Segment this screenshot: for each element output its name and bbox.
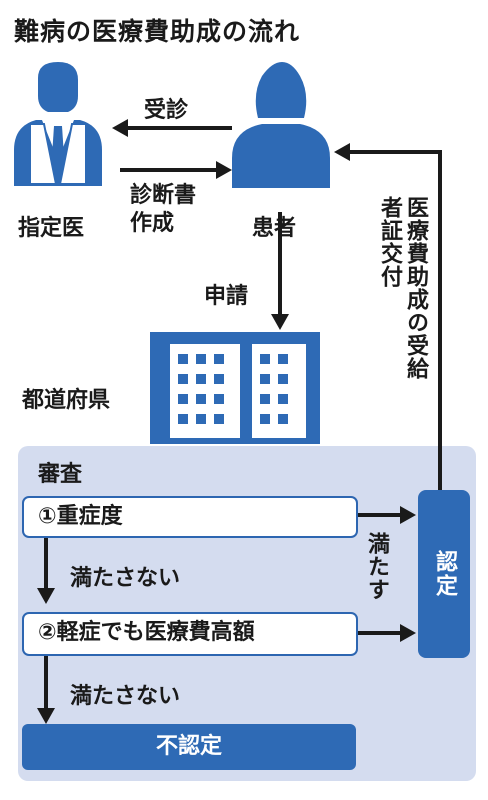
not-met-label-1: 満たさない — [70, 566, 181, 591]
severity-criterion-box: ①重症度 — [22, 496, 358, 538]
rejected-box: 不認定 — [22, 724, 356, 770]
apply-label: 申請 — [204, 284, 249, 309]
prefecture-label: 都道府県 — [22, 388, 111, 413]
doctor-label: 指定医 — [18, 216, 85, 241]
patient-label: 患者 — [252, 216, 297, 241]
certificate-label: 医療費助成の受給者証交付 — [377, 196, 428, 380]
review-heading: 審査 — [38, 462, 83, 487]
diagnosis-label: 診断書作成 — [130, 183, 197, 236]
patient-icon — [232, 62, 330, 188]
high-cost-criterion-box: ②軽症でも医療費高額 — [22, 612, 358, 656]
not-met-label-2: 満たさない — [70, 684, 181, 709]
consult-label: 受診 — [144, 98, 189, 123]
met-label: 満たす — [364, 532, 389, 601]
diagram-title: 難病の医療費助成の流れ — [14, 17, 301, 46]
doctor-icon — [14, 62, 102, 186]
approved-box: 認定 — [418, 490, 470, 658]
government-building-icon — [150, 332, 320, 444]
